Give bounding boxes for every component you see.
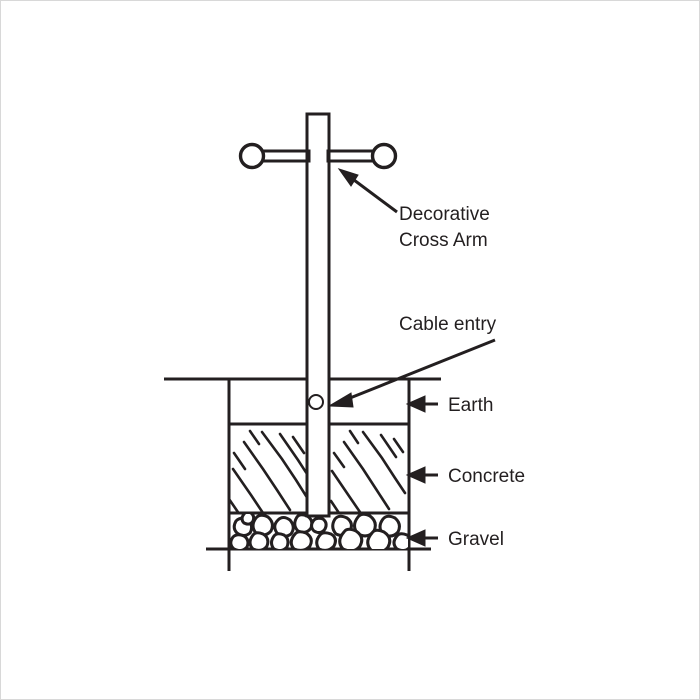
cross-arm-finial-left-icon [238,142,266,170]
cable-entry-hole-icon [308,394,324,410]
gravel-label: Gravel [448,529,504,550]
gravel-arrowhead-icon [405,529,426,547]
cross-arm-label-line1: Decorative [399,204,490,225]
earth-label: Earth [448,395,493,416]
annotation-cable-entry: Cable entry [327,314,497,408]
concrete-label: Concrete [448,466,525,487]
pole-shaft [305,112,331,518]
cross-arm-finial-right-icon [370,142,398,170]
gravel-fill [230,514,408,549]
annotation-concrete: Concrete [405,466,525,487]
cross-arm-leader-line [349,175,398,214]
earth-arrowhead-icon [405,395,426,413]
annotation-gravel: Gravel [405,529,504,550]
concrete-hatch-right [329,429,407,513]
annotation-cross-arm: Decorative Cross Arm [337,168,490,251]
cross-arm-arrowhead-icon [337,168,359,187]
concrete-hatch-left [230,429,307,513]
decorative-cross-arm [238,142,398,170]
annotation-earth: Earth [405,395,493,416]
cable-entry-arrowhead-icon [327,392,354,408]
cable-entry-leader-line [344,338,496,402]
concrete-arrowhead-icon [405,466,426,484]
cross-arm-label-line2: Cross Arm [399,230,488,251]
cable-entry-label: Cable entry [399,314,497,335]
